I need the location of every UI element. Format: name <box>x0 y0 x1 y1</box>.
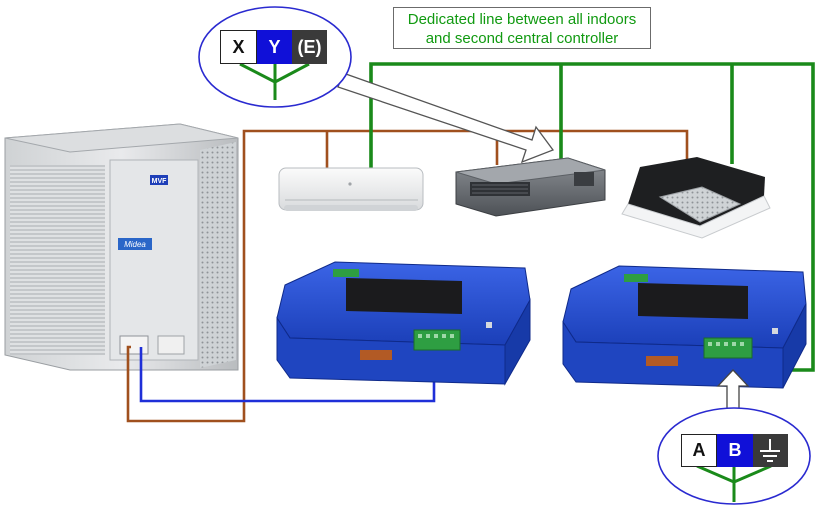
outdoor-logo-text: Midea <box>124 240 146 249</box>
outdoor-terminal-block <box>119 335 149 355</box>
dedicated-line-callout: Dedicated line between all indoors and s… <box>393 7 651 49</box>
outdoor-badge-text: MVF <box>152 178 168 185</box>
ground-icon <box>760 439 780 462</box>
ducted-indoor-unit <box>455 157 606 217</box>
pointer-arrow-top <box>337 72 555 164</box>
terminal-x: X <box>220 30 257 64</box>
cassette-indoor-unit <box>621 157 771 239</box>
central-controller-2 <box>562 265 807 389</box>
terminal-b: B <box>717 434 753 467</box>
terminal-a: A <box>681 434 717 467</box>
terminal-y: Y <box>257 30 292 64</box>
terminal-e: (E) <box>292 30 327 64</box>
central-controller-1 <box>276 261 531 386</box>
outdoor-badge <box>150 175 168 185</box>
wall-mounted-indoor-unit <box>278 167 424 211</box>
callout-line-1: Dedicated line between all indoors <box>407 11 637 28</box>
outdoor-logo <box>118 238 152 250</box>
outdoor-unit: MVF Midea <box>4 123 239 371</box>
callout-line-2: and second central controller <box>425 30 619 47</box>
